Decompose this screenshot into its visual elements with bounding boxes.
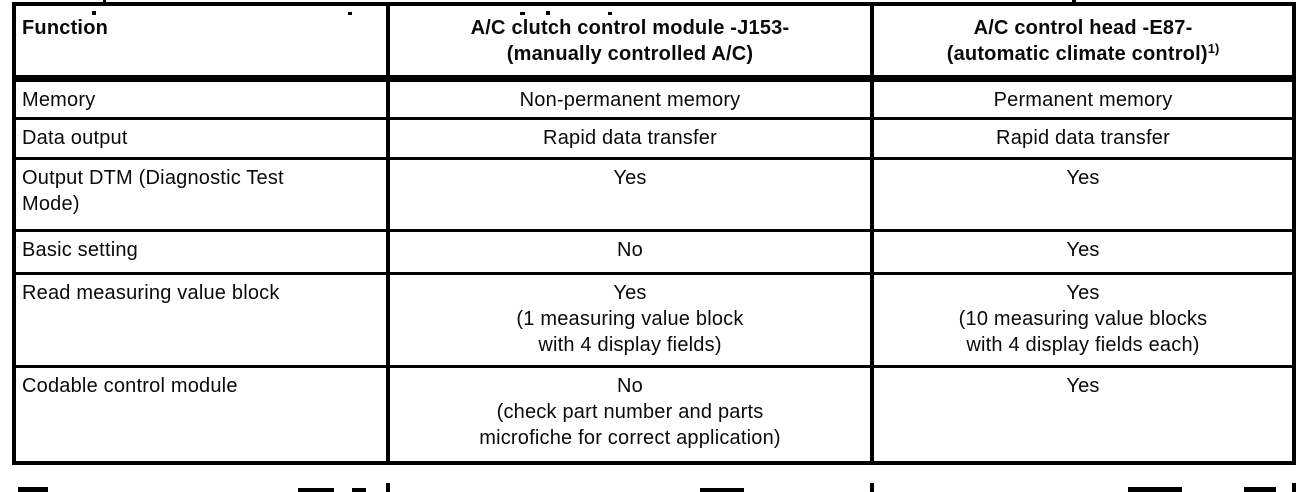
scan-artifact: [1128, 487, 1182, 492]
table-row: Read measuring value block Yes (1 measur…: [12, 271, 1296, 368]
cell-function: Basic setting: [12, 228, 390, 275]
cell-j153-value: No (check part number and parts microfic…: [386, 364, 874, 465]
column-header-e87-line1: A/C control head -E87-: [973, 17, 1193, 39]
cell-e87-value: Permanent memory: [870, 76, 1296, 120]
scan-artifact: [18, 487, 48, 492]
scan-artifact: [608, 12, 612, 15]
column-header-j153-line1: A/C clutch control module -J153-: [470, 17, 790, 39]
table-row: Data output Rapid data transfer Rapid da…: [12, 116, 1296, 160]
cell-e87-value: Yes: [870, 364, 1296, 465]
scan-artifact: [348, 12, 352, 15]
scan-artifact: [103, 0, 106, 3]
cell-j153-value: Yes: [386, 156, 874, 232]
table-row: Basic setting No Yes: [12, 228, 1296, 275]
scan-artifact: [870, 483, 874, 492]
scan-artifact: [1244, 487, 1276, 492]
cell-function: Memory: [12, 76, 390, 120]
cell-function: Data output: [12, 116, 390, 160]
scan-artifact: [298, 488, 334, 492]
cell-j153-value: Non-permanent memory: [386, 76, 874, 120]
table-row: Memory Non-permanent memory Permanent me…: [12, 76, 1296, 120]
column-header-j153: A/C clutch control module -J153- (manual…: [386, 2, 874, 82]
column-header-e87-line2: (automatic climate control): [946, 43, 1208, 65]
table-row: Output DTM (Diagnostic Test Mode) Yes Ye…: [12, 156, 1296, 232]
scan-artifact: [1292, 483, 1296, 492]
function-comparison-table: Function A/C clutch control module -J153…: [12, 2, 1296, 465]
cell-j153-value: Rapid data transfer: [386, 116, 874, 160]
scan-artifact: [386, 483, 390, 492]
cell-e87-value: Rapid data transfer: [870, 116, 1296, 160]
footnote-marker: 1): [1207, 41, 1220, 56]
cell-e87-value: Yes: [870, 228, 1296, 275]
cell-e87-value: Yes (10 measuring value blocks with 4 di…: [870, 271, 1296, 368]
scan-artifact: [546, 11, 550, 15]
scan-artifact: [1072, 0, 1076, 4]
column-header-j153-line2: (manually controlled A/C): [506, 43, 754, 65]
column-header-function: Function: [12, 2, 390, 82]
column-header-e87: A/C control head -E87- (automatic climat…: [870, 2, 1296, 82]
table-header-row: Function A/C clutch control module -J153…: [12, 2, 1296, 82]
cell-j153-value: No: [386, 228, 874, 275]
cell-function: Output DTM (Diagnostic Test Mode): [12, 156, 390, 232]
cell-function: Read measuring value block: [12, 271, 390, 368]
scan-artifact: [92, 11, 96, 15]
table-row: Codable control module No (check part nu…: [12, 364, 1296, 465]
cell-function: Codable control module: [12, 364, 390, 465]
cell-e87-value: Yes: [870, 156, 1296, 232]
scan-artifact: [700, 488, 744, 492]
scan-artifact: [352, 488, 366, 492]
cell-j153-value: Yes (1 measuring value block with 4 disp…: [386, 271, 874, 368]
scan-artifact: [520, 12, 525, 15]
